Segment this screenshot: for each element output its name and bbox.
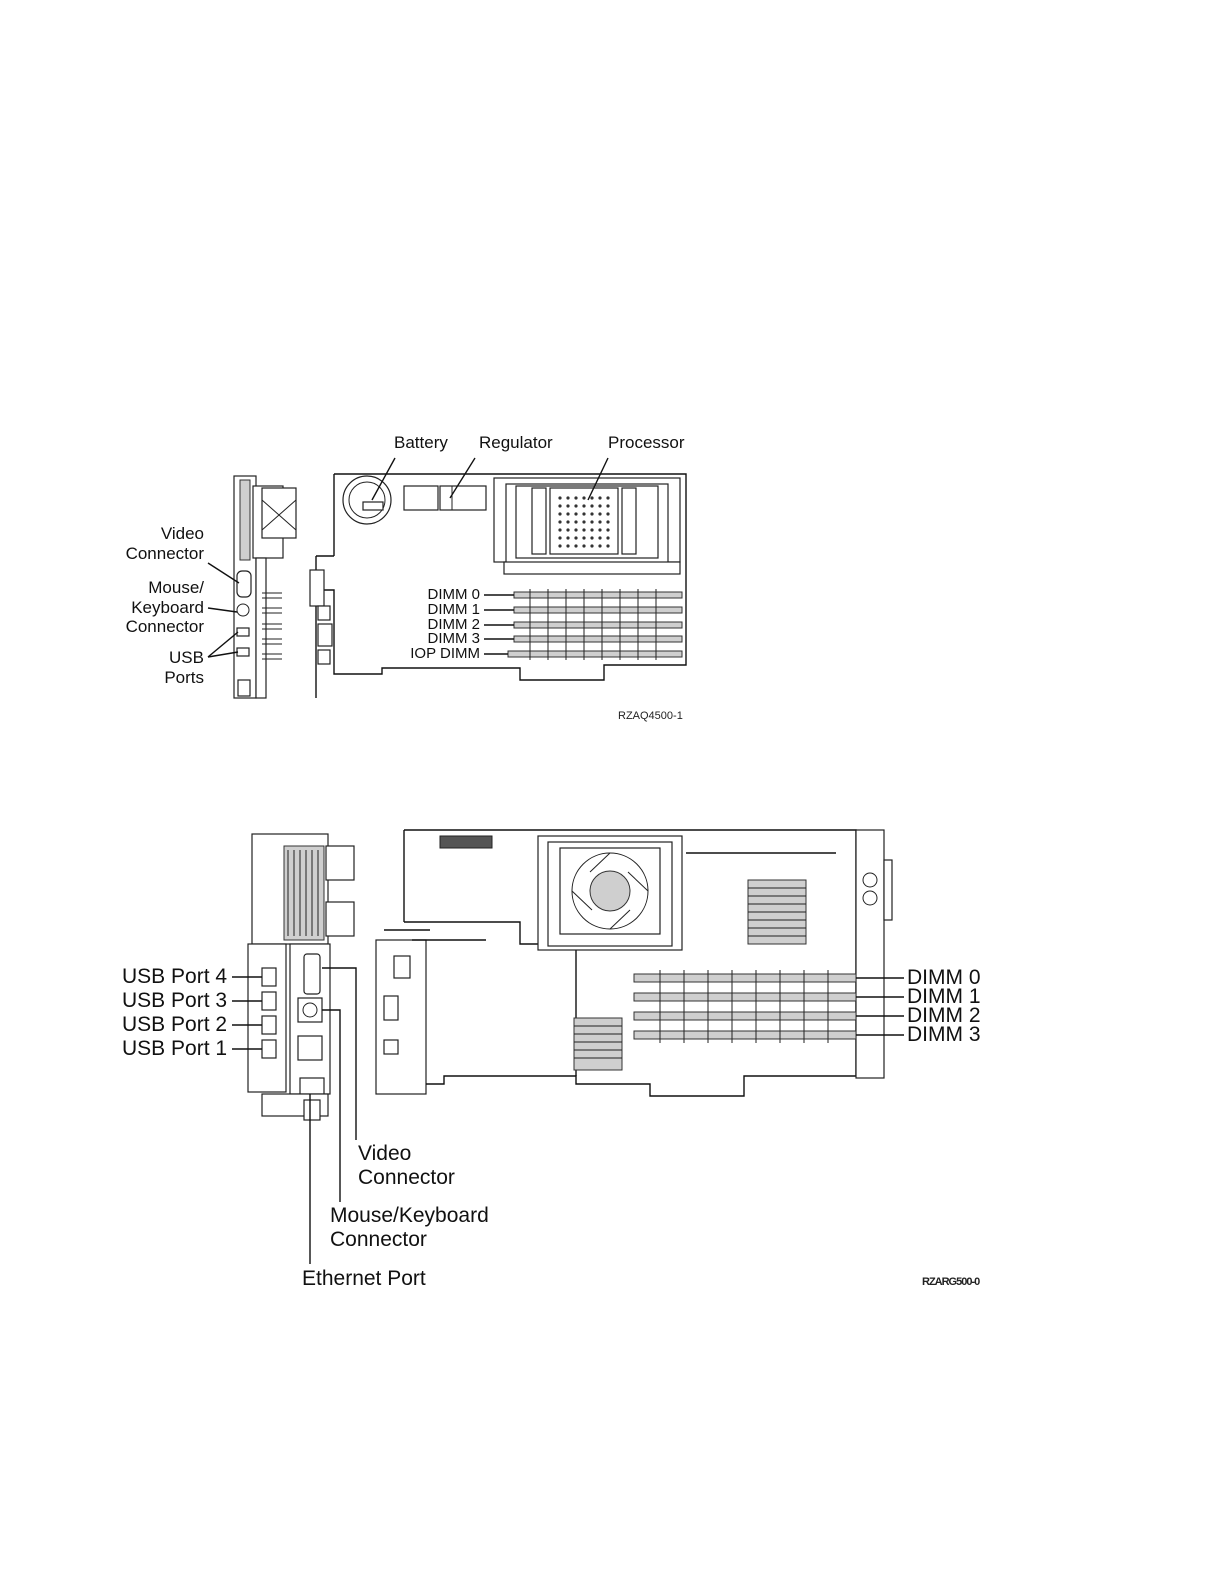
label-usb-port-1: USB Port 1 [122,1037,227,1061]
label-fig2-video-connector: Video Connector [358,1142,455,1190]
label-usb-port-4: USB Port 4 [122,965,227,989]
label-fig2-video-line2: Connector [358,1166,455,1190]
figure2-id: RZARG500-0 [922,1276,979,1288]
label-ethernet-port: Ethernet Port [302,1267,426,1291]
label-fig2-mouse-line1: Mouse/Keyboard [330,1204,489,1228]
figure2-side-bracket [248,834,426,1120]
label-usb-port-3: USB Port 3 [122,989,227,1013]
figure2-dimm-slots [634,970,856,1043]
label-fig2-dimm3: DIMM 3 [907,1023,981,1047]
label-fig2-mouse-keyboard-connector: Mouse/Keyboard Connector [330,1204,489,1252]
label-fig2-video-line1: Video [358,1142,455,1166]
figure2-system-board [384,830,892,1096]
label-usb-port-2: USB Port 2 [122,1013,227,1037]
label-fig2-mouse-line2: Connector [330,1228,489,1252]
